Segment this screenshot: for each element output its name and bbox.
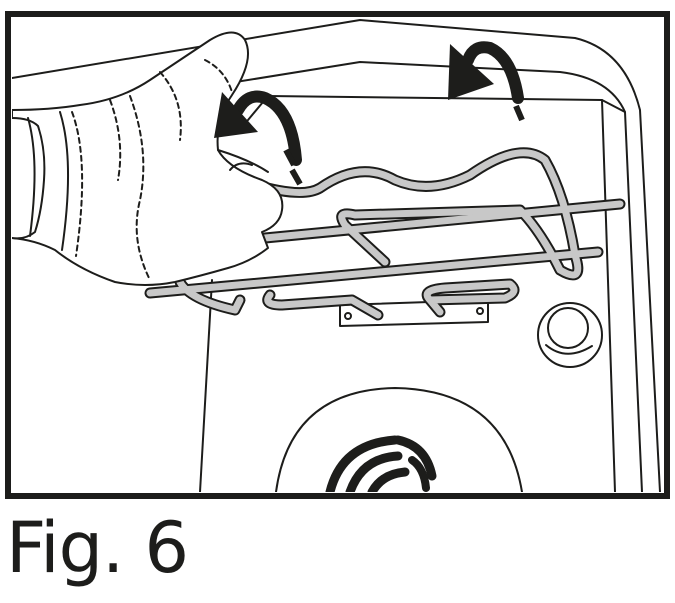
figure-illustration: [5, 11, 670, 499]
lamp-cover-icon: [537, 302, 603, 368]
curved-arrow-icon: [214, 90, 303, 186]
glove-hand-icon: [12, 31, 284, 286]
figure-caption: Fig. 6: [6, 507, 189, 589]
curved-arrow-icon: [448, 41, 525, 122]
heating-element-icon: [275, 387, 523, 492]
wire-grill-rack-icon: [144, 147, 626, 321]
figure-border: [5, 11, 670, 499]
